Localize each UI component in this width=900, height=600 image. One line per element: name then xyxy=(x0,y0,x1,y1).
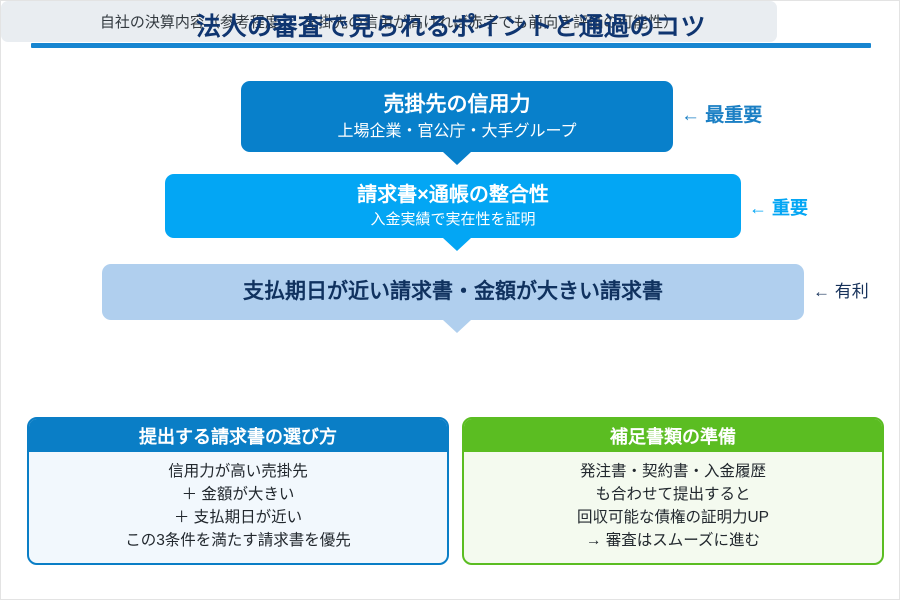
funnel-box-match-subtitle: 入金実績で実在性を証明 xyxy=(370,211,536,228)
card-line: 信用力が高い売掛先 xyxy=(168,463,308,480)
title-underline-rule xyxy=(31,43,871,48)
page-title: 法人の審査で見られるポイントと通過のコツ xyxy=(195,13,706,41)
card-line: ＋ 金額が大きい xyxy=(181,485,295,503)
card-supporting-documents-header: 補足書類の準備 xyxy=(464,419,882,452)
card-invoice-selection: 提出する請求書の選び方 信用力が高い売掛先 ＋ 金額が大きい ＋ 支払期日が近い… xyxy=(27,417,449,565)
card-line: ＋ 支払期日が近い xyxy=(173,508,303,526)
card-line: この3条件を満たす請求書を優先 xyxy=(125,531,351,549)
card-invoice-selection-body: 信用力が高い売掛先 ＋ 金額が大きい ＋ 支払期日が近い この3条件を満たす請求… xyxy=(29,452,447,553)
funnel-box-credit-subtitle: 上場企業・官公庁・大手グループ xyxy=(337,122,577,140)
card-supporting-documents: 補足書類の準備 発注書・契約書・入金履歴 も合わせて提出すると 回収可能な債権の… xyxy=(462,417,884,565)
funnel-box-invoice-title: 支払期日が近い請求書・金額が大きい請求書 xyxy=(243,280,663,304)
card-line: → 審査はスムーズに進む xyxy=(585,531,761,549)
card-invoice-selection-header: 提出する請求書の選び方 xyxy=(29,419,447,452)
funnel-box-match: 請求書×通帳の整合性 入金実績で実在性を証明 xyxy=(165,174,741,238)
connector-arrow-down-icon-2 xyxy=(443,238,471,251)
funnel-box-credit: 売掛先の信用力 上場企業・官公庁・大手グループ xyxy=(241,81,673,152)
funnel-box-credit-title: 売掛先の信用力 xyxy=(383,93,531,117)
funnel-box-match-title: 請求書×通帳の整合性 xyxy=(357,184,549,206)
annotation-credit: ← 最重要 xyxy=(681,105,763,126)
note-box-settlement: 自社の決算内容（参考程度 → 売掛先の信用が高ければ赤字でも前向き評価の可能性） xyxy=(1,1,777,42)
annotation-invoice: ← 有利 xyxy=(813,282,869,301)
connector-arrow-down-icon-1 xyxy=(443,152,471,165)
title-block: 法人の審査で見られるポイントと通過のコツ xyxy=(1,13,899,42)
card-line: 回収可能な債権の証明力UP xyxy=(576,508,770,526)
card-supporting-documents-body: 発注書・契約書・入金履歴 も合わせて提出すると 回収可能な債権の証明力UP → … xyxy=(464,452,882,553)
connector-arrow-down-icon-3 xyxy=(443,320,471,333)
card-line: も合わせて提出すると xyxy=(595,485,751,503)
card-line: 発注書・契約書・入金履歴 xyxy=(579,463,766,480)
annotation-match: ← 重要 xyxy=(749,198,809,218)
funnel-box-invoice: 支払期日が近い請求書・金額が大きい請求書 xyxy=(102,264,804,320)
